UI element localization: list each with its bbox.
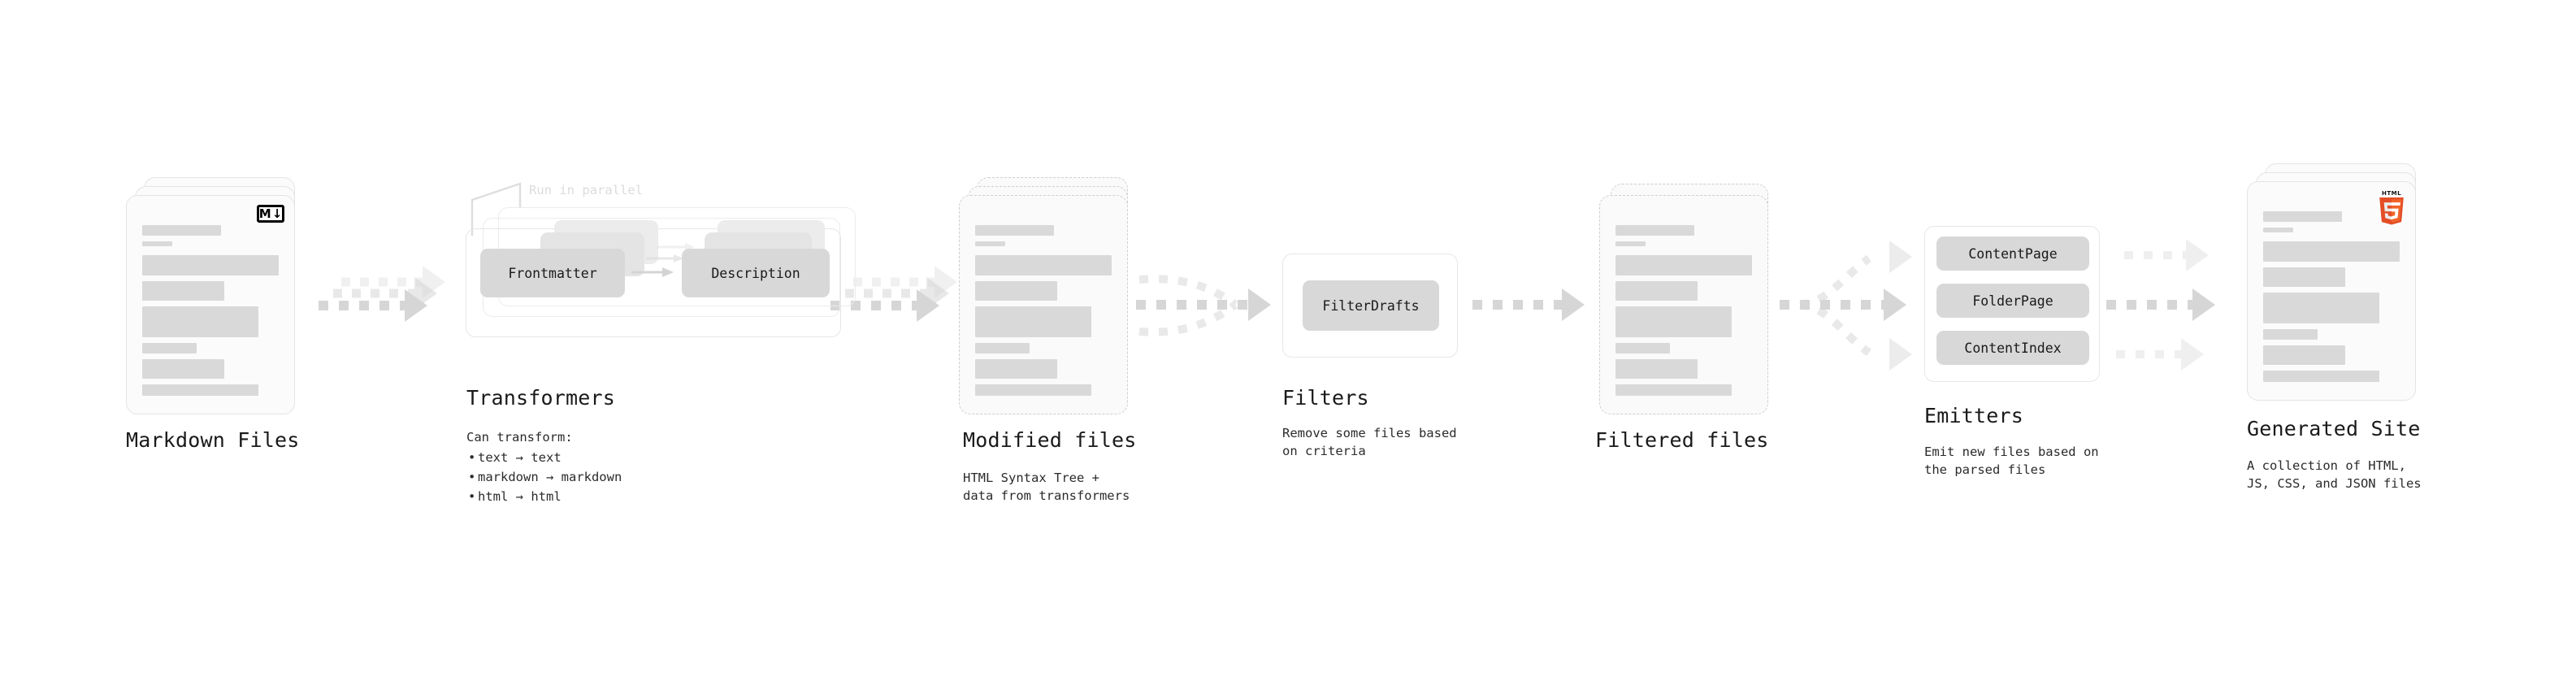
- transformers-lead: Can transform:: [466, 430, 573, 445]
- label-generated-site: Generated Site: [2247, 417, 2421, 440]
- skeleton-bar: [1615, 281, 1698, 301]
- skeleton-bar: [142, 255, 279, 275]
- skeleton-bar: [975, 225, 1055, 236]
- skeleton-content: [975, 225, 1112, 401]
- skeleton-bar: [2263, 241, 2400, 262]
- transformer-chip-frontmatter[interactable]: Frontmatter: [480, 249, 625, 297]
- generated-site-description: A collection of HTML, JS, CSS, and JSON …: [2247, 458, 2422, 491]
- transformers-bullet-list: text → text markdown → markdown html → h…: [466, 448, 622, 506]
- skeleton-bar: [142, 359, 224, 379]
- stage-markdown-files: M↓ M↓ M↓: [126, 177, 295, 414]
- skeleton-bar: [1615, 306, 1732, 337]
- skeleton-bar: [1615, 255, 1752, 275]
- skeleton-bar: [1615, 384, 1732, 396]
- skeleton-bar: [1615, 359, 1698, 379]
- markdown-icon-letter: M: [258, 206, 271, 221]
- emitter-chip-contentindex[interactable]: ContentIndex: [1936, 331, 2089, 365]
- stage-filtered-files: [1599, 184, 1768, 414]
- html5-icon-shield: [2379, 197, 2404, 225]
- skeleton-content: [1615, 225, 1752, 401]
- markdown-icon-arrow: ↓: [271, 206, 283, 221]
- emitter-chip-folderpage[interactable]: FolderPage: [1936, 284, 2089, 318]
- run-in-parallel-bracket: [471, 182, 522, 236]
- label-filters: Filters: [1282, 386, 1369, 410]
- skeleton-bar: [2263, 371, 2379, 382]
- skeleton-bar: [1615, 225, 1695, 236]
- skeleton-bar: [1615, 343, 1671, 354]
- skeleton-bar: [2263, 345, 2345, 365]
- skeleton-bar: [2263, 267, 2345, 287]
- arrow-modified-to-filters: [1136, 275, 1271, 336]
- emitter-chip-contentpage[interactable]: ContentPage: [1936, 236, 2089, 271]
- skeleton-bar: [142, 384, 258, 396]
- modified-files-description: HTML Syntax Tree + data from transformer…: [963, 471, 1130, 503]
- skeleton-bar: [142, 241, 172, 246]
- arrow-emitters-to-site: [2106, 239, 2215, 371]
- skeleton-content: [142, 225, 279, 401]
- markdown-card-front: M↓: [126, 195, 295, 414]
- skeleton-bar: [975, 241, 1005, 246]
- skeleton-bar: [2263, 329, 2318, 340]
- transformers-bullet-item: html → html: [466, 487, 622, 506]
- skeleton-bar: [142, 225, 222, 236]
- transformer-chip-description[interactable]: Description: [682, 249, 830, 297]
- skeleton-content: [2263, 211, 2400, 388]
- transformers-description: Can transform: text → text markdown → ma…: [466, 428, 622, 506]
- skeleton-bar: [2263, 211, 2343, 222]
- generated-site-stack: CSS HTML: [2247, 163, 2416, 401]
- skeleton-bar: [975, 359, 1057, 379]
- skeleton-bar: [142, 343, 197, 354]
- html5-icon-word: HTML: [2381, 190, 2402, 197]
- skeleton-bar: [975, 343, 1030, 354]
- skeleton-bar: [2263, 293, 2379, 323]
- skeleton-bar: [2263, 228, 2293, 232]
- stage-emitters: ContentPage FolderPage ContentIndex: [1924, 226, 2100, 382]
- generated-card-front: HTML: [2247, 181, 2416, 401]
- markdown-file-stack: M↓ M↓ M↓: [126, 177, 295, 414]
- stage-modified-files: [959, 177, 1128, 414]
- transformers-bullet-item: markdown → markdown: [466, 467, 622, 487]
- label-filtered-files: Filtered files: [1595, 428, 1769, 452]
- arrow-transformers-to-modified: [830, 266, 957, 322]
- skeleton-bar: [975, 281, 1057, 301]
- modified-file-stack: [959, 177, 1128, 414]
- skeleton-bar: [975, 255, 1112, 275]
- transformer-inner-arrows: [631, 243, 695, 277]
- label-modified-files: Modified files: [963, 428, 1137, 452]
- filter-chip-filterdrafts[interactable]: FilterDrafts: [1303, 280, 1439, 331]
- emitters-description: Emit new files based on the parsed files: [1924, 445, 2099, 477]
- label-emitters: Emitters: [1924, 404, 2024, 427]
- transformers-bullet-item: text → text: [466, 448, 622, 467]
- filters-description: Remove some files based on criteria: [1282, 426, 1457, 458]
- skeleton-bar: [975, 384, 1091, 396]
- stage-generated-site: CSS HTML: [2247, 163, 2416, 401]
- skeleton-bar: [1615, 241, 1646, 246]
- markdown-icon: M↓: [257, 205, 284, 223]
- label-run-in-parallel: Run in parallel: [529, 183, 643, 197]
- skeleton-bar: [142, 306, 258, 337]
- stage-filters: FilterDrafts: [1282, 254, 1458, 358]
- modified-card-front: [959, 195, 1128, 414]
- arrow-markdown-to-transformers: [319, 266, 445, 322]
- arrow-filtered-to-emitters: [1780, 241, 1912, 371]
- skeleton-bar: [975, 306, 1091, 337]
- filtered-card-front: [1599, 195, 1768, 414]
- label-markdown-files: Markdown Files: [126, 428, 300, 452]
- label-transformers: Transformers: [466, 386, 616, 410]
- arrow-filters-to-filtered: [1472, 288, 1585, 321]
- filtered-file-stack: [1599, 184, 1768, 414]
- skeleton-bar: [142, 281, 224, 301]
- stage-transformers: Frontmatter Description Run in parallel: [451, 183, 857, 354]
- html5-icon: HTML: [2378, 191, 2405, 232]
